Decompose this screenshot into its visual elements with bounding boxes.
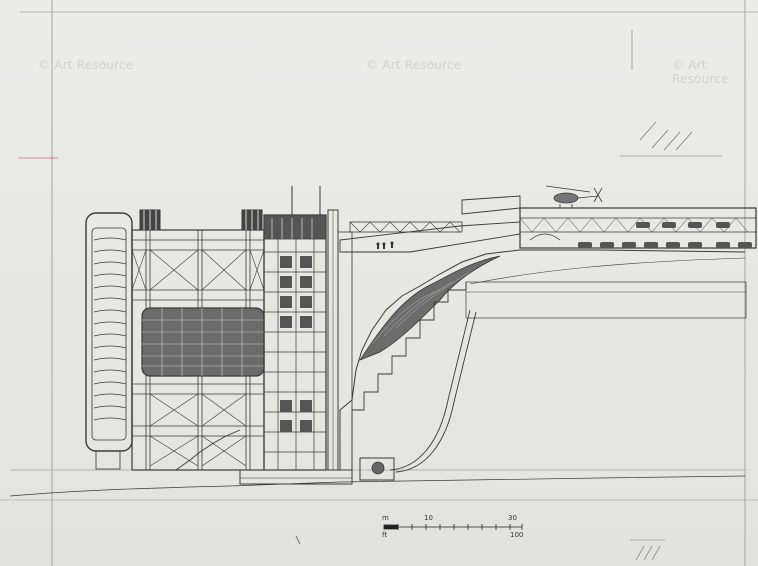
office-window-cells xyxy=(280,256,312,432)
watermark-right: © Art Resource xyxy=(672,58,729,86)
walkway-figures xyxy=(376,241,394,249)
stepped-retaining-wall xyxy=(351,282,467,470)
watermark-center: © Art Resource xyxy=(366,58,462,72)
watermark-left: © Art Resource xyxy=(38,58,134,72)
main-frame-structure xyxy=(131,209,265,471)
corner-hatch-marks xyxy=(635,121,693,561)
rooftop-vents xyxy=(139,209,263,231)
scale-mark-10: 10 xyxy=(424,514,433,522)
pencil-tick xyxy=(295,535,301,545)
tower-floor-lines xyxy=(93,237,127,421)
central-hall-volume xyxy=(141,307,265,377)
office-block xyxy=(263,186,327,471)
left-circulation-tower xyxy=(85,212,133,470)
scale-mark-100: 100 xyxy=(510,531,524,539)
scale-mark-30: 30 xyxy=(508,514,517,522)
service-tunnel xyxy=(359,309,477,481)
bridge-walkway xyxy=(339,221,521,253)
office-floors xyxy=(264,239,326,470)
parking-terrace xyxy=(461,195,757,249)
helicopter-icon xyxy=(545,185,603,208)
chimney-stacks xyxy=(291,186,321,215)
scale-bar xyxy=(383,524,523,530)
plateau-strata xyxy=(465,257,747,319)
parked-cars xyxy=(578,222,752,248)
frame-cross-bracing xyxy=(131,249,265,467)
rock-cliff xyxy=(339,249,746,470)
scale-unit-top: m xyxy=(382,514,389,522)
base-stair xyxy=(175,429,241,471)
scale-unit-bottom: ft xyxy=(382,531,388,539)
base-podium xyxy=(239,469,353,485)
